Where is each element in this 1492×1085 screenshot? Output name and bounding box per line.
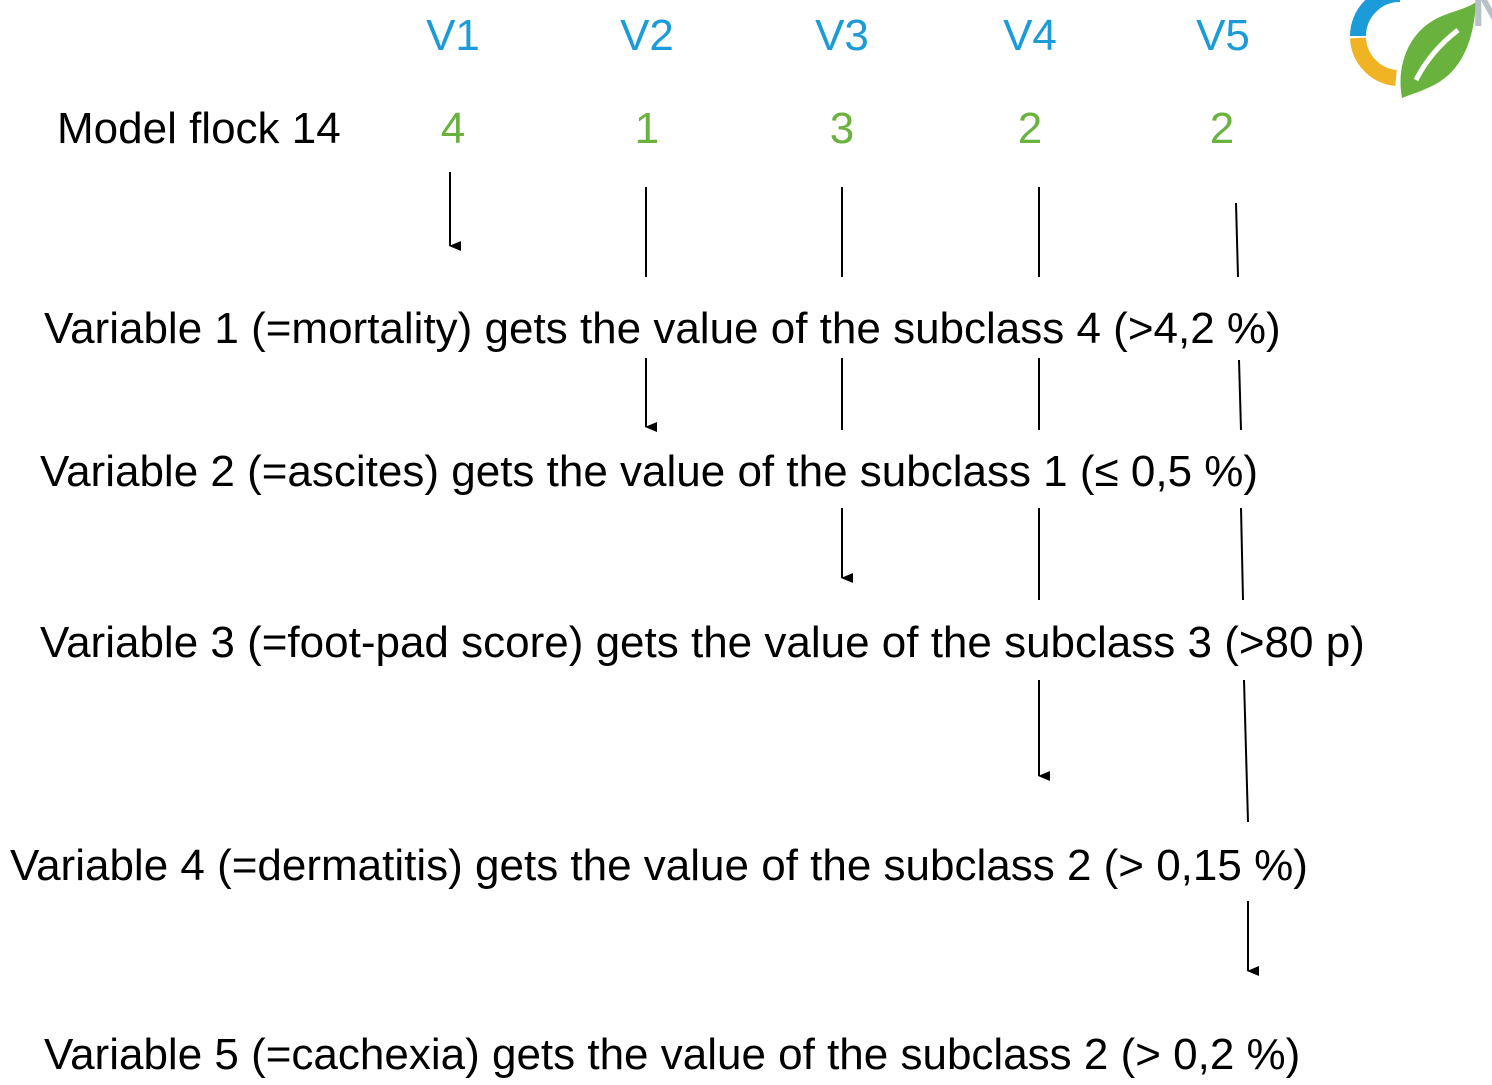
connector-v5-segment-3: [1240, 507, 1244, 601]
variable-3-sentence: Variable 3 (=foot-pad score) gets the va…: [40, 618, 1365, 667]
flock-value-v1: 4: [440, 104, 466, 153]
ring-leaf-logo-icon: N: [1350, 0, 1492, 98]
column-header-v3: V3: [815, 11, 869, 60]
variable-5-sentence: Variable 5 (=cachexia) gets the value of…: [44, 1030, 1301, 1079]
column-header-v5: V5: [1196, 11, 1250, 60]
variable-1-sentence: Variable 1 (=mortality) gets the value o…: [44, 304, 1281, 353]
connector-v5-segment-4: [1243, 679, 1249, 823]
column-header-v1: V1: [426, 11, 480, 60]
column-header-v2: V2: [620, 11, 674, 60]
flock-value-v4: 2: [1017, 104, 1043, 153]
variable-4-sentence: Variable 4 (=dermatitis) gets the value …: [10, 841, 1308, 890]
flock-value-v3: 3: [829, 104, 855, 153]
flock-value-v5: 2: [1209, 104, 1235, 153]
connector-v5-segment-1: [1235, 202, 1239, 278]
connector-v5-segment-2: [1238, 359, 1242, 431]
variable-2-sentence: Variable 2 (=ascites) gets the value of …: [40, 447, 1259, 496]
flock-value-v2: 1: [634, 104, 660, 153]
logo-partial-letter: N: [1472, 0, 1492, 37]
model-flock-label: Model flock 14: [57, 104, 341, 153]
column-header-v4: V4: [1003, 11, 1057, 60]
